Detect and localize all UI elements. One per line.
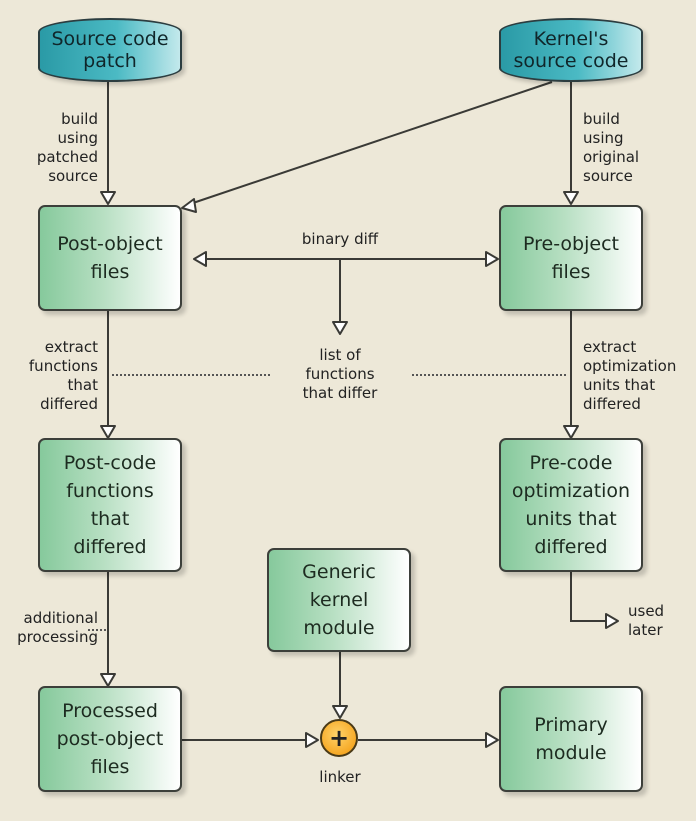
- label-used-later: used later: [628, 602, 665, 639]
- arrowhead: [100, 191, 116, 205]
- source-code-patch-node: Source code patch: [38, 18, 182, 82]
- pre-object-files-box: Pre-object files: [499, 205, 643, 311]
- plus-icon: +: [328, 724, 350, 752]
- arrow-pre-code-used-later: [570, 572, 606, 622]
- arrowhead: [485, 732, 499, 748]
- arrowhead: [332, 321, 348, 335]
- post-code-functions-box: Post-code functions that differed: [38, 438, 182, 572]
- arrowhead: [485, 251, 499, 267]
- label-binary-diff: binary diff: [301, 230, 379, 248]
- primary-module-box: Primary module: [499, 686, 643, 792]
- label-list-of-functions: list of functions that differ: [302, 346, 378, 402]
- arrow-kernel-to-post-object: [189, 81, 553, 205]
- label-extract-units: extract optimization units that differed: [583, 338, 677, 413]
- pre-code-units-box: Pre-code optimization units that differe…: [499, 438, 643, 572]
- arrowhead: [193, 251, 207, 267]
- arrowhead: [181, 198, 197, 213]
- label-extract-functions: extract functions that differed: [28, 338, 98, 413]
- label-build-original: build using original source: [583, 110, 640, 185]
- processed-post-object-box: Processed post-object files: [38, 686, 182, 792]
- label-build-patched: build using patched source: [36, 110, 98, 185]
- arrowhead: [305, 732, 319, 748]
- post-object-files-box: Post-object files: [38, 205, 182, 311]
- arrowhead: [100, 673, 116, 687]
- arrowhead: [332, 705, 348, 719]
- arrowhead: [100, 425, 116, 439]
- label-linker: linker: [319, 768, 361, 786]
- label-additional-processing: additional processing: [17, 609, 98, 646]
- linker-node: +: [320, 719, 358, 757]
- generic-kernel-module-box: Generic kernel module: [267, 548, 411, 652]
- arrowhead: [563, 425, 579, 439]
- kernel-source-code-node: Kernel's source code: [499, 18, 643, 82]
- arrowhead: [563, 191, 579, 205]
- arrowhead: [605, 613, 619, 629]
